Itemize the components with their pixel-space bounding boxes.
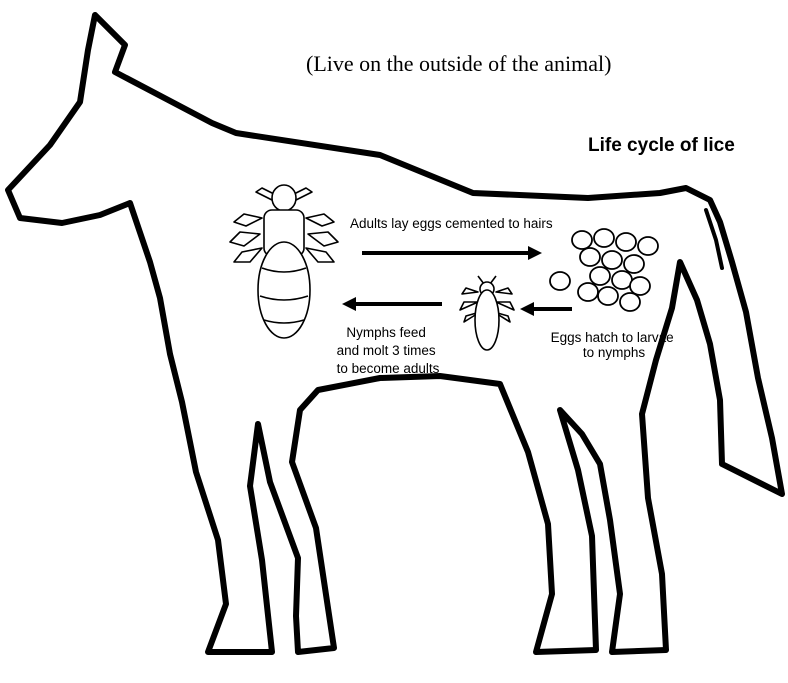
arrow-to-adults <box>342 297 442 311</box>
step-hatch-line-2: to nymphs <box>583 345 646 360</box>
step-molt: Nymphs feed and molt 3 times to become a… <box>337 325 440 376</box>
adult-louse-icon <box>230 185 338 338</box>
arrow-to-eggs <box>362 246 542 260</box>
step-hatch-line-1: Eggs hatch to larvae <box>551 330 674 345</box>
step-molt-line-3: to become adults <box>337 361 440 376</box>
caption: (Live on the outside of the animal) <box>306 51 611 76</box>
step-molt-line-2: and molt 3 times <box>337 343 436 358</box>
nymph-louse-icon <box>460 276 514 350</box>
egg-cluster-icon <box>550 229 658 311</box>
diagram-title: Life cycle of lice <box>588 135 735 156</box>
step-molt-line-1: Nymphs feed <box>346 325 426 340</box>
arrow-to-nymph <box>520 302 572 316</box>
step-lay-eggs: Adults lay eggs cemented to hairs <box>350 216 553 231</box>
